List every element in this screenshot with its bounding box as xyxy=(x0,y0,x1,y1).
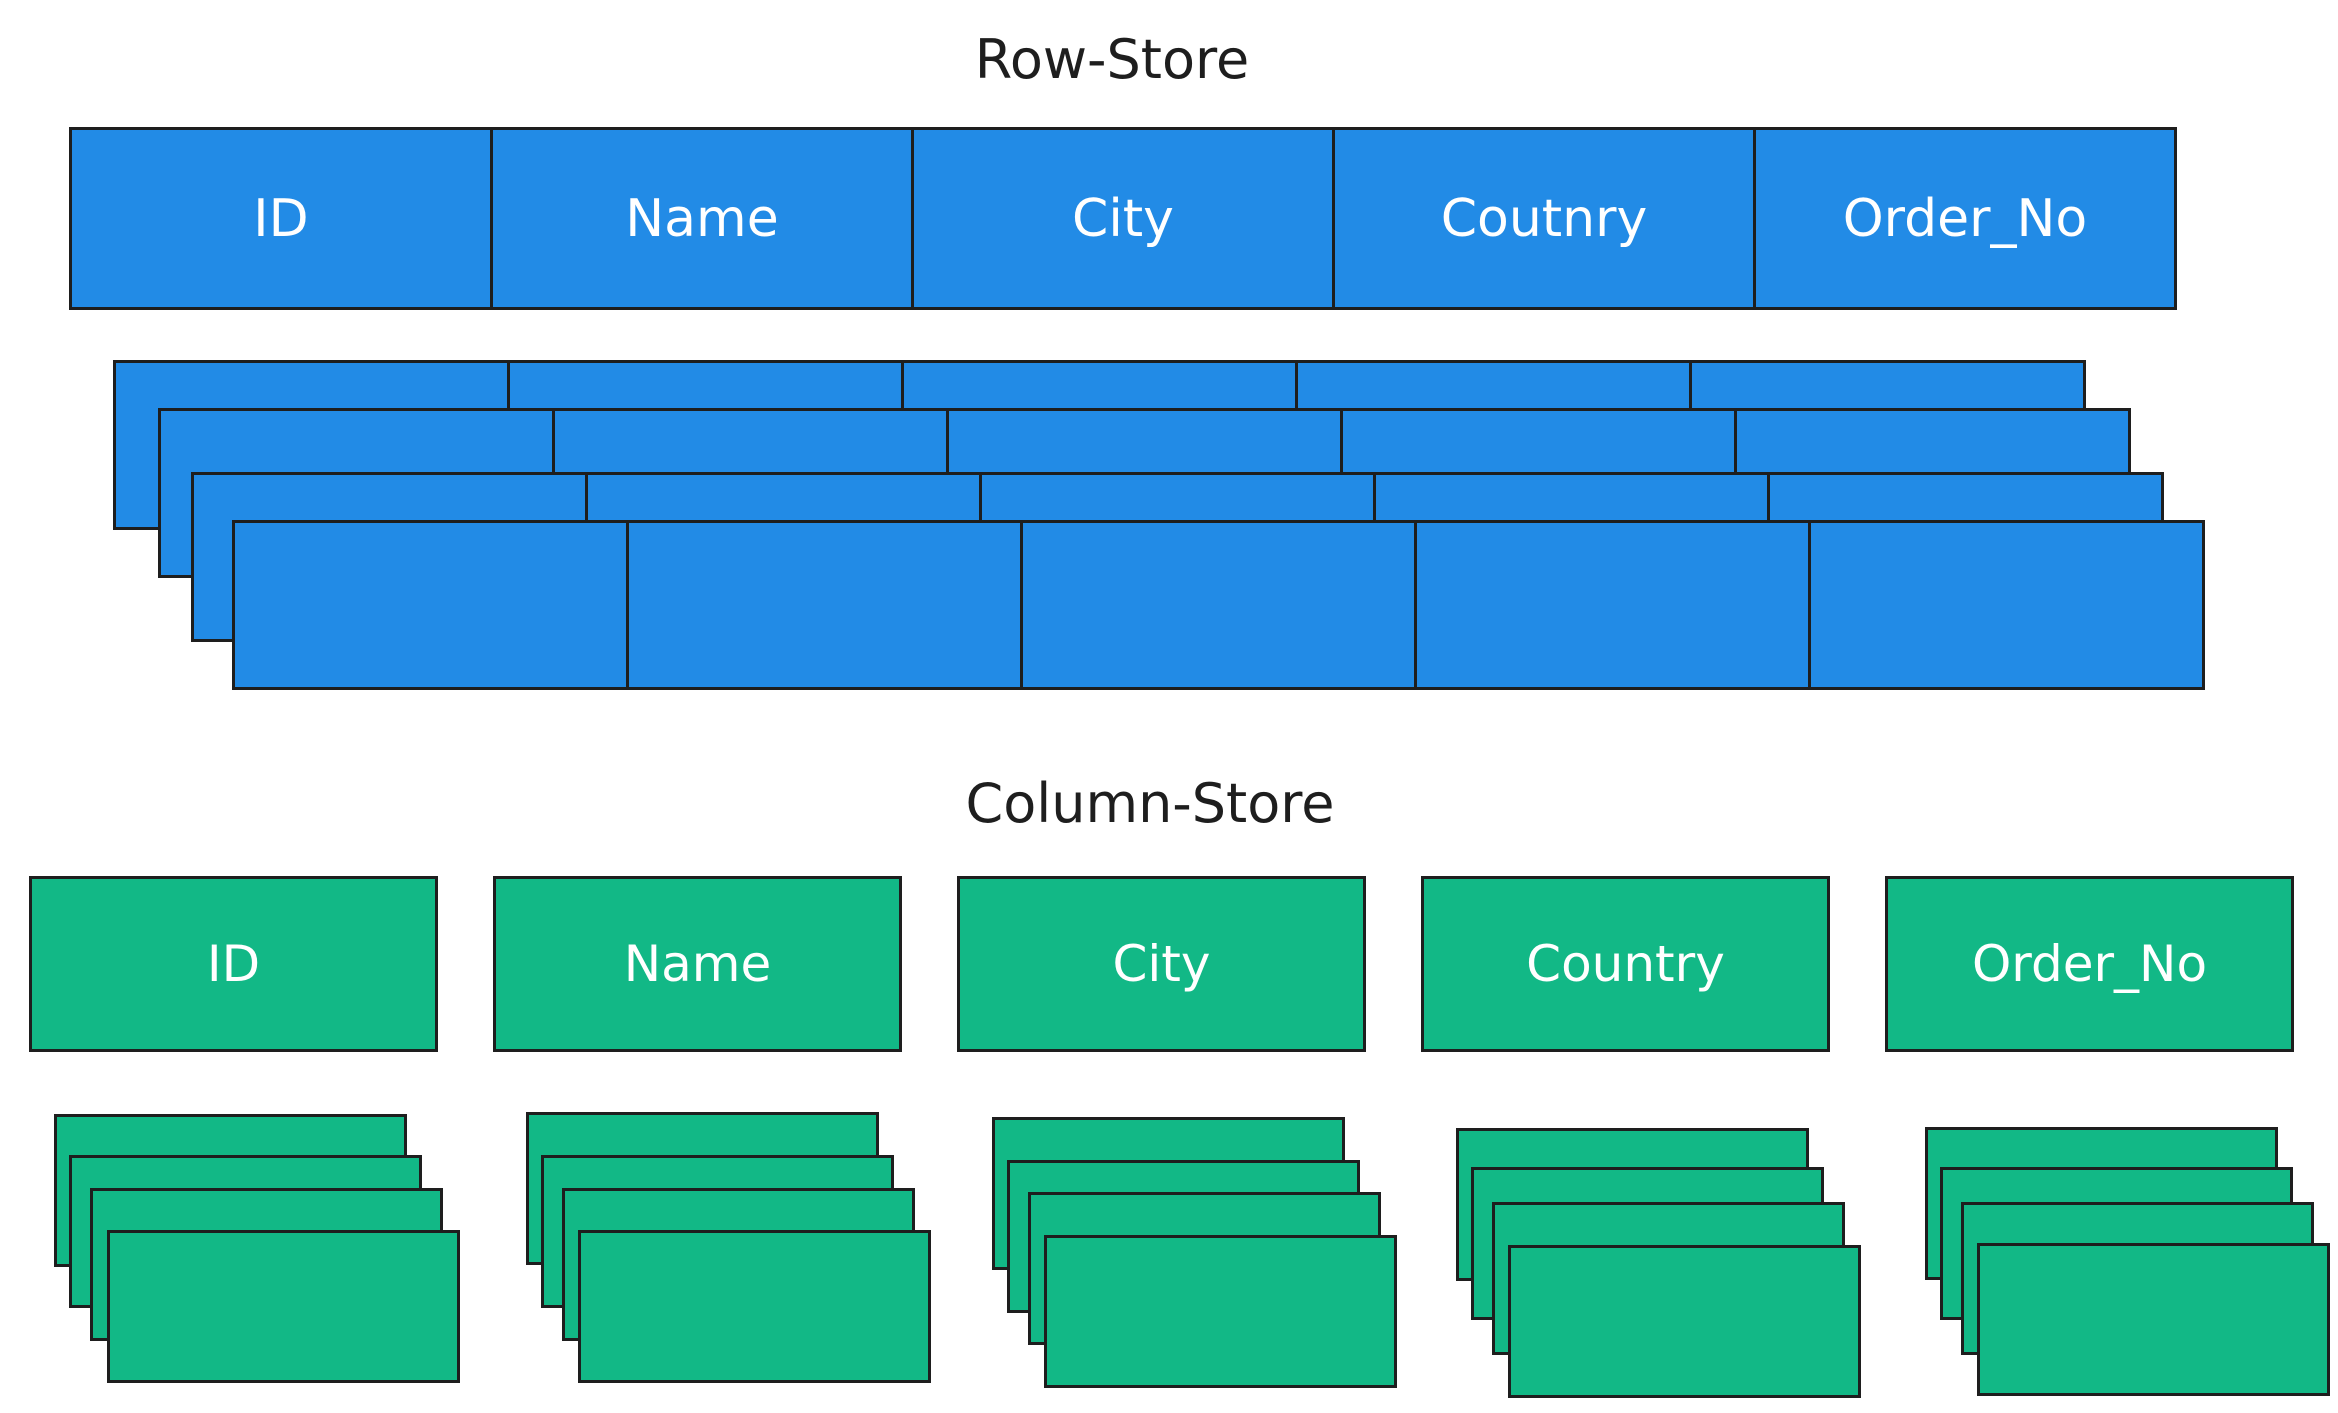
row-store-header: ID Name City Coutnry Order_No xyxy=(69,127,2177,310)
row-header-cell-name: Name xyxy=(490,127,914,310)
row-header-cell-order-no: Order_No xyxy=(1753,127,2177,310)
column-header-city: City xyxy=(957,876,1366,1052)
record-cell xyxy=(1020,520,1417,690)
column-header-id: ID xyxy=(29,876,438,1052)
record-cell xyxy=(626,520,1023,690)
row-header-cell-country: Coutnry xyxy=(1332,127,1756,310)
column-header-country: Country xyxy=(1421,876,1830,1052)
record-cell xyxy=(1808,520,2205,690)
column-header-name: Name xyxy=(493,876,902,1052)
column-block-order-no-4 xyxy=(1977,1243,2330,1396)
column-block-name-4 xyxy=(578,1230,931,1383)
column-block-city-4 xyxy=(1044,1235,1397,1388)
row-header-cell-city: City xyxy=(911,127,1335,310)
row-store-title: Row-Store xyxy=(974,28,1250,91)
column-block-id-4 xyxy=(107,1230,460,1383)
record-cell xyxy=(232,520,629,690)
row-store-record-4 xyxy=(232,520,2205,690)
record-cell xyxy=(1414,520,1811,690)
column-block-country-4 xyxy=(1508,1245,1861,1398)
row-header-cell-id: ID xyxy=(69,127,493,310)
column-header-order-no: Order_No xyxy=(1885,876,2294,1052)
column-store-title: Column-Store xyxy=(965,772,1335,835)
